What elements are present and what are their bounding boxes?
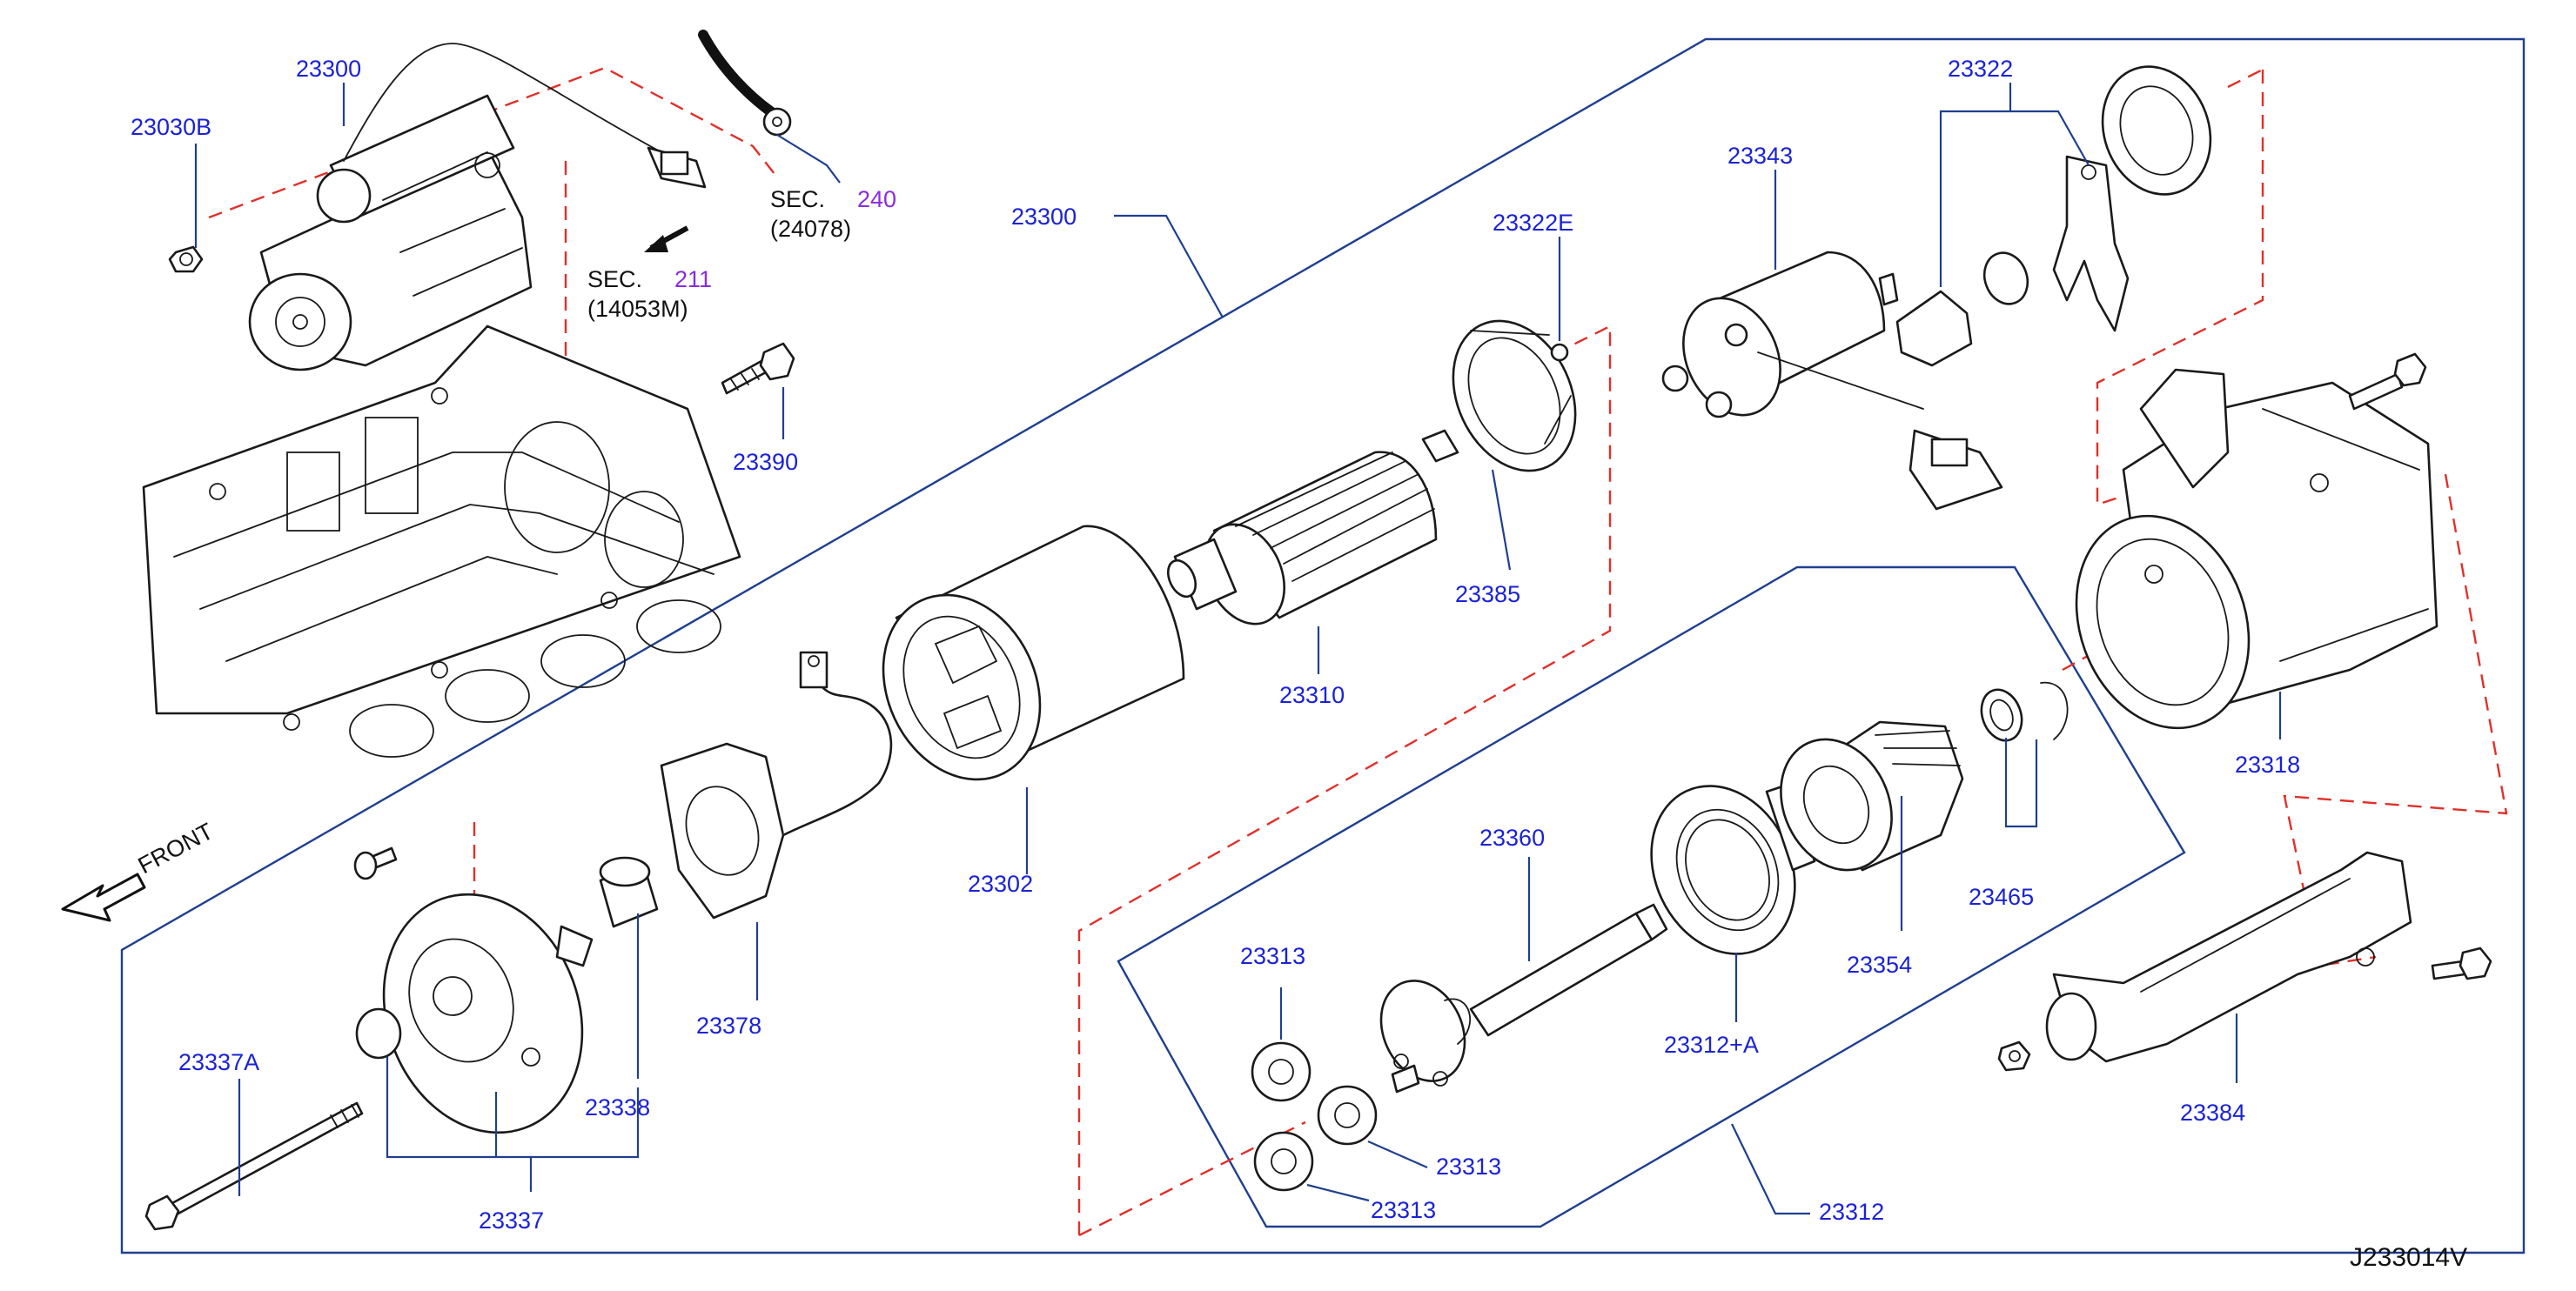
housing-flange-ring: [2101, 65, 2212, 196]
label-23322e: 23322E: [1493, 210, 1573, 236]
planet-gear-a: [1251, 1041, 1311, 1102]
main-assembly-frame: [120, 37, 2526, 1254]
label-23338: 23338: [585, 1094, 650, 1120]
leader-lines: [194, 83, 2282, 1215]
ball-23322e: [1550, 343, 1569, 362]
solenoid-23343: [1661, 251, 2003, 511]
pinion-shaft-23360: [1379, 903, 1668, 1094]
label-23322: 23322: [1948, 56, 2013, 82]
label-23312: 23312: [1819, 1199, 1884, 1225]
nut-23030b: [168, 245, 204, 273]
label-23313-a: 23313: [1240, 943, 1305, 969]
label-23343: 23343: [1727, 143, 1793, 169]
brush-holder-23378: [660, 651, 893, 920]
starter-harness-wire: [343, 43, 662, 162]
label-23385: 23385: [1455, 581, 1520, 607]
bushing-23338: [599, 856, 659, 928]
bracket-nut: [1997, 1040, 2031, 1072]
housing-23318: [2075, 368, 2438, 730]
alignment-line-lever: [2227, 68, 2264, 89]
bolt-23390: [721, 342, 795, 395]
alignment-line-bracket: [2283, 473, 2508, 967]
rings-23465: [1980, 682, 2069, 742]
label-23465: 23465: [1969, 884, 2034, 910]
label-23337: 23337: [479, 1207, 544, 1234]
harness-connector: [647, 146, 707, 189]
label-23313-b: 23313: [1436, 1154, 1501, 1180]
through-bolt-23337a: [144, 1101, 364, 1231]
alignment-line-housing: [2096, 70, 2264, 506]
starter-assembly-installed: [248, 94, 533, 371]
label-23310: 23310: [1279, 682, 1345, 708]
sec-240-number: 240: [857, 186, 896, 212]
diagram-code: J233014V: [2350, 1243, 2467, 1272]
label-23300-assembly: 23300: [1011, 204, 1077, 230]
armature-23310: [1166, 429, 1459, 625]
housing-bolt: [2348, 352, 2427, 411]
plate-23385: [1452, 319, 1577, 472]
alignment-line-armature: [1077, 324, 1612, 1235]
sec-240-word: SEC.: [770, 186, 825, 212]
front-label: FRONT: [134, 818, 218, 879]
label-23378: 23378: [696, 1013, 761, 1039]
label-23313-c: 23313: [1371, 1197, 1436, 1223]
front-arrow-icon: [61, 873, 146, 922]
battery-cable-terminal: [762, 107, 792, 137]
label-23354: 23354: [1847, 952, 1912, 978]
sec-211-word: SEC.: [587, 266, 642, 292]
sec-211-sub: (14053M): [587, 296, 688, 322]
label-23318: 23318: [2235, 752, 2300, 778]
rear-cover-23337: [382, 893, 594, 1134]
drive-assembly-frame: [1117, 565, 2186, 1228]
sec-240-sub: (24078): [770, 216, 851, 242]
label-23384: 23384: [2180, 1100, 2245, 1126]
clutch-23354: [1780, 720, 1964, 872]
label-23390: 23390: [733, 449, 798, 475]
label-23360: 23360: [1479, 825, 1545, 851]
label-23030b: 23030B: [131, 114, 211, 140]
yoke-23302: [882, 525, 1185, 781]
cover-screw: [353, 846, 398, 880]
sec-211-number: 211: [674, 266, 712, 292]
pieces-23322: [1895, 155, 2130, 367]
label-23337a: 23337A: [178, 1049, 259, 1075]
sec211-arrowhead: [644, 235, 668, 252]
engine-block: [142, 324, 741, 758]
label-23312-a: 23312+A: [1664, 1032, 1759, 1058]
planet-gear-c: [1253, 1131, 1314, 1192]
alignment-line-engine: [564, 161, 662, 472]
label-23300-installed: 23300: [296, 56, 361, 82]
cap-23337: [355, 1007, 402, 1060]
label-23302: 23302: [968, 871, 1033, 897]
bracket-bolt: [2431, 947, 2492, 980]
battery-cable: [698, 30, 778, 118]
bracket-23384: [2045, 851, 2412, 1063]
planet-gear-b: [1317, 1085, 1378, 1146]
